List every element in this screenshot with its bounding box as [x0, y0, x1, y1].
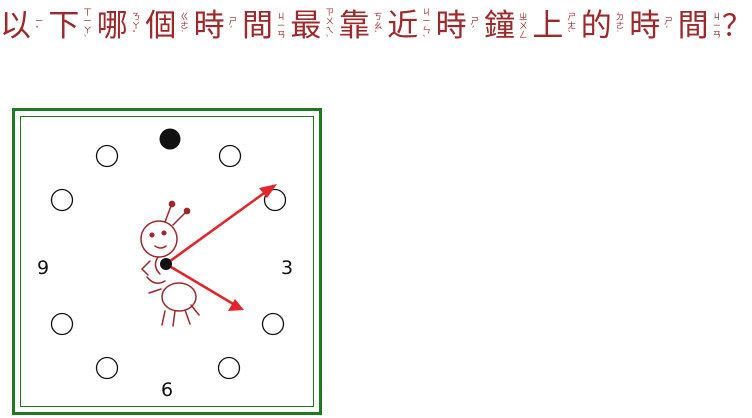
ant-figure [140, 200, 200, 327]
zhuyin-annotation: ㄐㄧㄢ [713, 13, 722, 41]
svg-text:ˋ: ˋ [567, 30, 571, 41]
svg-text:ㄢ: ㄢ [713, 31, 722, 41]
svg-text:ㄜ: ㄜ [616, 22, 625, 32]
zhuyin-annotation: ㄋㄚˇ [132, 13, 141, 41]
svg-text:˙: ˙ [180, 31, 184, 41]
svg-text:ㄟ: ㄟ [325, 26, 334, 36]
zhuyin-annotation: ㄓㄨㄥ [519, 13, 528, 41]
question-char: 近 [387, 8, 418, 44]
question-char: 的 [581, 8, 612, 44]
zhuyin-annotation: ㄐㄧㄢ [277, 13, 286, 41]
hour-hand-arrowhead [228, 299, 244, 311]
svg-text:ㄐ: ㄐ [277, 13, 286, 23]
svg-text:ㄕ: ㄕ [664, 17, 673, 27]
svg-text:ˋ: ˋ [83, 34, 87, 45]
question-char: 間 [242, 8, 273, 44]
svg-text:ㄐ: ㄐ [713, 13, 722, 23]
hour-3-number: 3 [281, 257, 293, 279]
svg-text:ㄗ: ㄗ [325, 8, 334, 18]
clock-frame: 3 6 9 [12, 108, 322, 415]
zhuyin-annotation: ㄎㄠˋ [374, 13, 383, 41]
clock-face: 3 6 9 [37, 128, 293, 401]
svg-text:ㄨ: ㄨ [519, 22, 528, 32]
hour-7-circle [95, 356, 119, 380]
minute-hand-arrowhead [259, 184, 277, 198]
svg-text:˙: ˙ [616, 31, 620, 41]
hour-11-circle [95, 144, 119, 168]
zhuyin-annotation: ㄕˊ [229, 17, 238, 36]
hour-10-circle [50, 188, 74, 212]
zhuyin-annotation: ㄕˊ [471, 17, 480, 36]
question-mark: ？ [722, 9, 752, 44]
svg-text:ㄕ: ㄕ [471, 17, 480, 27]
zhuyin-annotation: ㄍㄜ˙ [180, 13, 189, 41]
hour-hand [165, 262, 236, 307]
svg-text:ㄜ: ㄜ [180, 22, 189, 32]
svg-text:ㄕ: ㄕ [567, 13, 576, 23]
svg-text:ㄢ: ㄢ [277, 31, 286, 41]
clock-inner-border [20, 116, 314, 407]
minute-hand [165, 189, 268, 266]
question-char: 下 [48, 8, 79, 44]
svg-text:ㄐ: ㄐ [422, 8, 431, 18]
svg-text:ˋ: ˋ [374, 30, 378, 41]
hour-9-number: 9 [37, 257, 49, 279]
svg-text:ˊ: ˊ [471, 25, 475, 36]
zhuyin-annotation: ㄧˇ [35, 17, 44, 36]
question-char: 哪 [97, 8, 128, 44]
hour-12-dot [159, 128, 181, 150]
question-char: 最 [290, 8, 321, 44]
question-char: 時 [194, 8, 225, 44]
question-char: 靠 [339, 8, 370, 44]
svg-text:ˊ: ˊ [229, 25, 233, 36]
clock-center-pivot [160, 258, 172, 270]
svg-text:ˊ: ˊ [664, 25, 668, 36]
svg-text:ㄒ: ㄒ [83, 8, 92, 18]
svg-text:ㄧ: ㄧ [713, 22, 722, 32]
svg-text:ˇ: ˇ [132, 30, 136, 41]
hour-4-circle [261, 312, 285, 336]
zhuyin-annotation: ㄉㄜ˙ [616, 13, 625, 41]
zhuyin-annotation: ㄕˊ [664, 17, 673, 36]
svg-text:ㄓ: ㄓ [519, 13, 528, 23]
svg-text:ㄕ: ㄕ [229, 17, 238, 27]
question-char: 以 [0, 8, 31, 44]
svg-text:ㄨ: ㄨ [325, 17, 334, 27]
question-char: 個 [145, 8, 176, 44]
zhuyin-annotation: ㄕㄤˋ [567, 13, 576, 41]
svg-text:ㄉ: ㄉ [616, 13, 625, 23]
hour-6-number: 6 [161, 379, 173, 401]
svg-text:ㄚ: ㄚ [132, 22, 141, 32]
hour-2-circle [263, 188, 287, 212]
svg-text:ˋ: ˋ [325, 34, 329, 45]
svg-text:ㄎ: ㄎ [374, 13, 383, 23]
hour-5-circle [217, 356, 241, 380]
hour-1-circle [218, 144, 242, 168]
hour-8-circle [50, 312, 74, 336]
question-char: 上 [532, 8, 563, 44]
question-char: 時 [629, 8, 660, 44]
question-char: 間 [678, 8, 709, 44]
svg-text:ㄋ: ㄋ [132, 13, 141, 23]
svg-text:ㄧ: ㄧ [422, 17, 431, 27]
svg-text:ˋ: ˋ [422, 34, 426, 45]
svg-text:ㄧ: ㄧ [35, 17, 44, 27]
question-char: 時 [436, 8, 467, 44]
svg-text:ㄤ: ㄤ [567, 22, 576, 32]
svg-text:ˇ: ˇ [35, 25, 39, 36]
svg-text:ㄍ: ㄍ [180, 13, 189, 23]
svg-text:ㄚ: ㄚ [83, 26, 92, 36]
question-char: 鐘 [484, 8, 515, 44]
svg-text:ㄧ: ㄧ [277, 22, 286, 32]
svg-text:ㄠ: ㄠ [374, 22, 383, 32]
svg-text:ㄥ: ㄥ [519, 31, 528, 41]
svg-text:ㄧ: ㄧ [83, 17, 92, 27]
svg-text:ㄣ: ㄣ [422, 26, 431, 36]
